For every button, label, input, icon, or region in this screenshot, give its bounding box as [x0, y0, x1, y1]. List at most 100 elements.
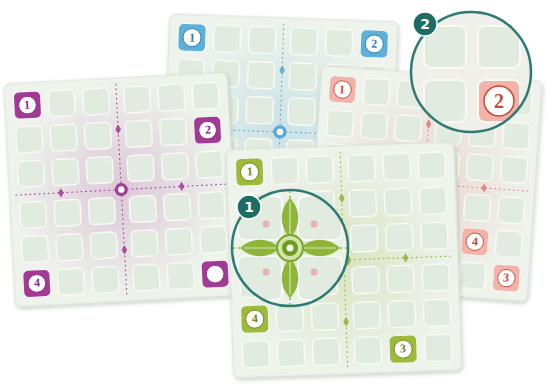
board-cell: [129, 195, 156, 222]
cell-number: 2: [204, 122, 211, 137]
board-cell: [276, 304, 304, 332]
board-cell: [247, 61, 275, 89]
board-cell: [326, 110, 353, 137]
board-cell: [311, 303, 339, 331]
axis-diamond: [343, 317, 349, 327]
zoom-cell: [370, 80, 412, 122]
numbered-cell: [461, 228, 488, 255]
zoom-cell: [478, 26, 520, 68]
board-cell: [421, 222, 449, 250]
axis-line: [228, 247, 240, 249]
axis-line: [340, 247, 352, 249]
axis-diamond: [339, 193, 345, 203]
center-medallion: [273, 125, 287, 139]
board-plate: [4, 72, 239, 307]
pink-dot: [263, 269, 270, 276]
board-cell: [50, 124, 77, 151]
board-cell: [127, 154, 154, 181]
number-disc: [198, 121, 217, 140]
zoom-cell: [298, 196, 342, 240]
board-cell: [383, 153, 411, 181]
board-cell: [82, 88, 109, 115]
number-disc: [333, 80, 352, 99]
board-cell: [354, 337, 382, 365]
zoom-cell: [238, 196, 282, 240]
numbered-cell: [178, 24, 206, 52]
axis-diamond: [403, 253, 409, 263]
cell-number: 3: [400, 342, 407, 357]
board-cell: [289, 63, 317, 91]
cell-number: 4: [471, 234, 478, 249]
board-cell: [418, 152, 446, 180]
board-cell: [466, 154, 493, 181]
leaf: [282, 186, 299, 238]
board-cell: [178, 24, 206, 52]
board-cell: [348, 154, 376, 182]
board-cell: [133, 264, 160, 291]
axis-diamond: [426, 119, 432, 129]
cell-number: 2: [371, 36, 378, 51]
numbered-cell: [236, 158, 264, 186]
pink-dot: [311, 221, 318, 228]
callout-number: 2: [420, 16, 430, 32]
board-cell: [384, 188, 412, 216]
number-disc: [365, 35, 384, 54]
center-medallion: [287, 245, 294, 252]
board-cell: [422, 264, 450, 292]
numbered-cell: [241, 305, 269, 333]
board-cell: [84, 122, 111, 149]
board-cell: [52, 158, 79, 185]
zoom-ground: [411, 12, 531, 132]
board-cell: [459, 262, 486, 289]
board-tint: [226, 142, 462, 378]
center-medallion: [114, 183, 128, 197]
number-disc: [28, 274, 47, 293]
board-cell: [201, 260, 228, 287]
board-cell: [198, 192, 225, 219]
cell-number: 1: [246, 164, 253, 179]
pink-dot: [263, 221, 270, 228]
board-cell: [57, 268, 84, 295]
numbered-cell: [329, 76, 356, 103]
zoom-tint: [232, 190, 348, 306]
board-cell: [329, 76, 356, 103]
zoom-detail: [228, 186, 352, 310]
board-cell: [165, 228, 192, 255]
board-cell: [389, 335, 417, 363]
numbered-cell: [194, 116, 221, 143]
callout-badge: [237, 195, 261, 219]
board-cell: [503, 122, 530, 149]
leaf-shape: [282, 258, 299, 298]
axis-diamond: [115, 124, 121, 134]
number-disc: [183, 28, 202, 47]
leaf-shape: [300, 240, 340, 257]
number-disc: [18, 96, 37, 115]
board-cell: [387, 265, 415, 293]
board-cell: [497, 196, 524, 223]
board-cell: [161, 153, 188, 180]
board-cell: [461, 228, 488, 255]
zoom-outline: [411, 12, 531, 132]
cell-number: 3: [503, 270, 510, 285]
cell-number: 1: [339, 82, 346, 97]
board-cell: [419, 187, 447, 215]
board-cell: [192, 82, 219, 109]
zoom-cell: [532, 0, 546, 14]
zoom-cell: [532, 134, 546, 176]
axis-line: [289, 186, 291, 198]
board-cell: [88, 197, 115, 224]
board-cell: [163, 193, 190, 220]
cell-number: 4: [33, 276, 40, 291]
board-tint: [4, 72, 239, 307]
board-cell: [125, 120, 152, 147]
center-medallion: [282, 240, 298, 256]
axis-diamond: [121, 245, 127, 255]
board-cell: [16, 126, 43, 153]
board-cell: [493, 264, 520, 291]
board-cell: [495, 230, 522, 257]
axis-diamond: [179, 182, 185, 192]
numbered-cell: [23, 270, 50, 297]
leaf: [228, 240, 280, 257]
board-cell: [86, 157, 113, 184]
